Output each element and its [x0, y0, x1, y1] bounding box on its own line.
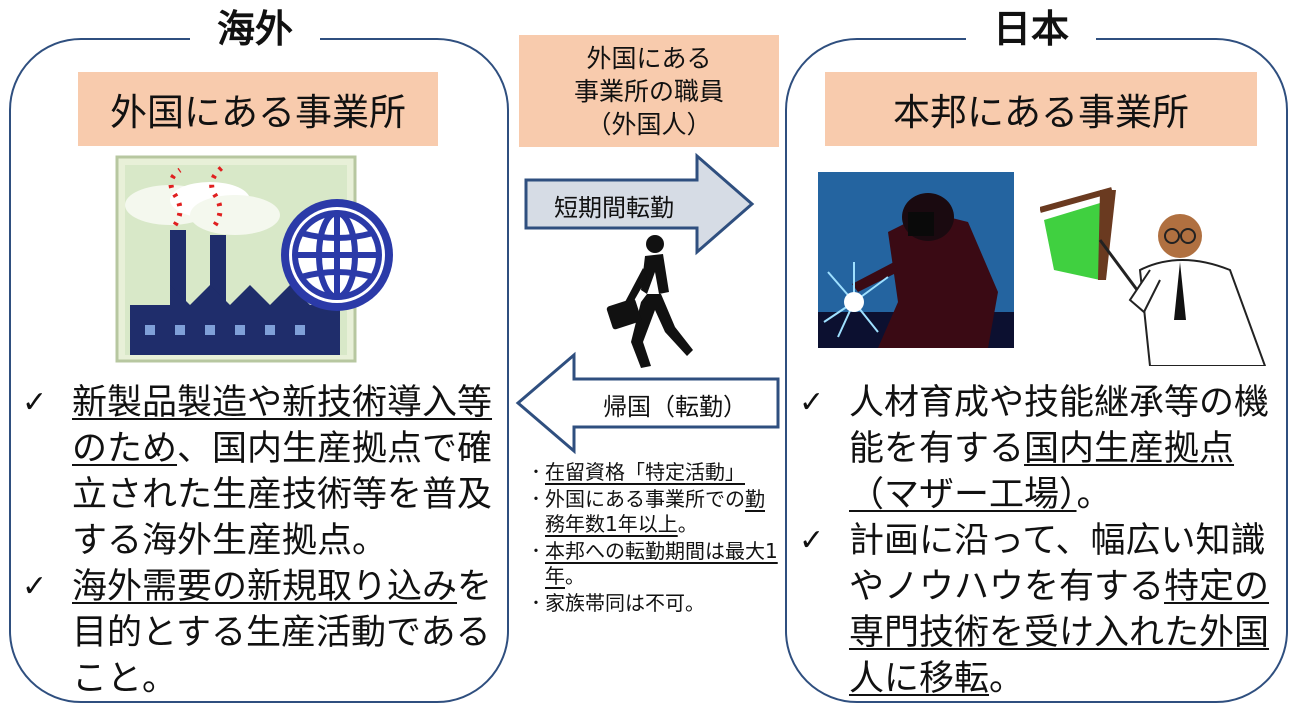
welder-icon	[818, 172, 1014, 348]
overseas-bullet-2-text: 海外需要の新規取り込みを目的とする生産活動であること。	[72, 567, 492, 699]
note-item: ･ 家族帯同は不可。	[523, 591, 783, 616]
walking-businessman-icon	[606, 235, 693, 368]
japan-office-label: 本邦にある事業所	[893, 91, 1189, 134]
staff-box-line-2: 事業所の職員	[573, 76, 724, 106]
plain-text: 人材育成や技能継承等の機能を有する	[849, 383, 1270, 469]
transfer-label: 短期間転勤	[554, 194, 674, 222]
plain-text: 。	[565, 564, 585, 588]
underlined-text: 本邦への転勤期間は最大1年	[545, 539, 778, 588]
bullet-dot: ･	[531, 539, 541, 563]
overseas-office-box: 外国にある事業所	[78, 72, 438, 146]
overseas-region-title: 海外	[190, 4, 320, 54]
japan-bullet-2-text: 計画に沿って、幅広い知識やノウハウを有する特定の専門技術を受け入れた外国人に移転…	[849, 521, 1269, 699]
staff-box-line-1: 外国にある	[586, 43, 712, 73]
plain-text: 家族帯同は不可。	[545, 591, 705, 615]
plain-text: 。	[989, 659, 1025, 699]
overseas-bullet-1: ✓ 新製品製造や新技術導入等のため、国内生産拠点で確立された生産技術等を普及する…	[14, 380, 514, 564]
japan-bullet-1-text: 人材育成や技能継承等の機能を有する国内生産拠点（マザー工場）。	[849, 383, 1269, 515]
overseas-bullet-1-text: 新製品製造や新技術導入等のため、国内生産拠点で確立された生産技術等を普及する海外…	[72, 383, 492, 561]
plain-text: 計画に沿って、幅広い知識やノウハウを有する	[849, 521, 1266, 607]
check-icon: ✓	[22, 569, 48, 604]
staff-box: 外国にある 事業所の職員 （外国人）	[519, 35, 779, 147]
japan-bullet-1: ✓ 人材育成や技能継承等の機能を有する国内生産拠点（マザー工場）。	[791, 380, 1281, 518]
underlined-text: 在留資格「特定活動」	[545, 460, 745, 484]
note-item: ･ 外国にある事業所での勤務年数1年以上。	[523, 487, 783, 537]
underlined-text: 国内生産拠点（マザー工場）	[849, 429, 1235, 515]
bullet-dot: ･	[531, 460, 541, 484]
requirements-notes: ･ 在留資格「特定活動」 ･ 外国にある事業所での勤務年数1年以上。 ･ 本邦へ…	[523, 460, 783, 618]
bullet-dot: ･	[531, 591, 541, 615]
plain-text: 。	[677, 512, 698, 536]
transfer-arrow	[524, 152, 755, 256]
plain-text: を目的とする生産活動であること。	[72, 567, 493, 699]
check-icon: ✓	[799, 523, 825, 558]
bullet-dot: ･	[531, 487, 541, 511]
note-item: ･ 本邦への転勤期間は最大1年。	[523, 539, 783, 589]
overseas-office-label: 外国にある事業所	[110, 91, 406, 134]
plain-text: 。	[1076, 475, 1112, 515]
underlined-text: 新製品製造や新技術導入等のため	[72, 383, 493, 469]
teacher-icon	[1040, 187, 1267, 366]
underlined-text: 勤務年数1年以上	[545, 487, 765, 536]
plain-text: 、国内生産拠点で確立された生産技術等を普及する海外生産拠点。	[72, 429, 493, 561]
overseas-bullet-2: ✓ 海外需要の新規取り込みを目的とする生産活動であること。	[14, 564, 514, 702]
japan-bullet-2: ✓ 計画に沿って、幅広い知識やノウハウを有する特定の専門技術を受け入れた外国人に…	[791, 518, 1281, 702]
japan-region-title: 日本	[966, 4, 1096, 54]
return-arrow	[515, 351, 780, 455]
staff-box-line-3: （外国人）	[586, 109, 712, 139]
plain-text: 外国にある事業所での	[545, 487, 745, 511]
underlined-text: 海外需要の新規取り込み	[72, 567, 458, 607]
check-icon: ✓	[799, 385, 825, 420]
note-item: ･ 在留資格「特定活動」	[523, 460, 783, 485]
return-label: 帰国（転勤）	[603, 393, 747, 421]
japan-office-box: 本邦にある事業所	[825, 72, 1257, 146]
factory-with-globe-icon	[115, 155, 393, 363]
check-icon: ✓	[22, 385, 48, 420]
overseas-bullet-list: ✓ 新製品製造や新技術導入等のため、国内生産拠点で確立された生産技術等を普及する…	[14, 380, 514, 702]
japan-bullet-list: ✓ 人材育成や技能継承等の機能を有する国内生産拠点（マザー工場）。 ✓ 計画に沿…	[791, 380, 1281, 702]
underlined-text: 特定の専門技術を受け入れた外国人に移転	[849, 567, 1270, 699]
